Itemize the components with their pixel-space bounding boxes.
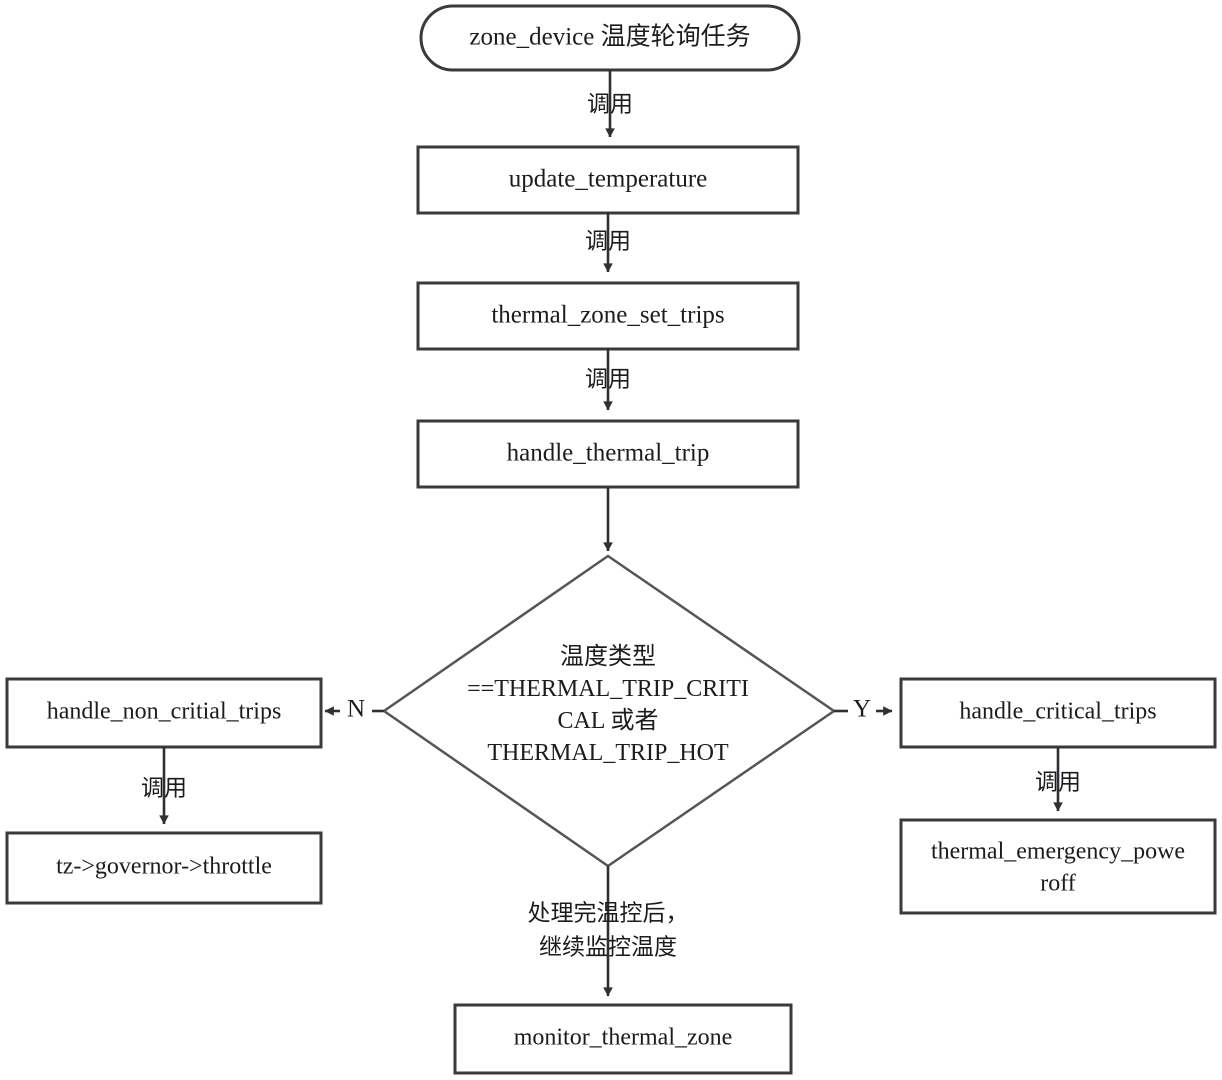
edge-decision-no: N: [324, 696, 384, 723]
node-thermal-emergency-poweroff-label-line2: roff: [1040, 871, 1076, 897]
node-handle-thermal-trip[interactable]: handle_thermal_trip: [416, 419, 800, 489]
edge-set-trips-to-handle: 调用: [585, 349, 631, 411]
node-update-temperature[interactable]: update_temperature: [416, 145, 800, 215]
node-update-temperature-shape: [416, 145, 800, 215]
node-thermal-emergency-poweroff[interactable]: thermal_emergency_powe roff: [899, 818, 1217, 915]
node-thermal-zone-set-trips-label: thermal_zone_set_trips: [491, 302, 724, 329]
edge-start-to-update-label: 调用: [587, 91, 633, 116]
edge-decision-to-monitor-label-line2: 继续监控温度: [539, 934, 677, 959]
node-thermal-emergency-poweroff-label-line1: thermal_emergency_powe: [931, 839, 1185, 865]
node-handle-critical-trips-label: handle_critical_trips: [959, 699, 1156, 725]
node-handle-thermal-trip-label: handle_thermal_trip: [507, 440, 710, 467]
edge-non-critial-to-throttle-label: 调用: [141, 775, 187, 800]
node-decision[interactable]: 温度类型 ==THERMAL_TRIP_CRITI CAL 或者 THERMAL…: [381, 554, 837, 868]
edge-decision-no-label: N: [347, 696, 365, 723]
node-start[interactable]: zone_device 温度轮询任务: [419, 4, 801, 72]
node-throttle[interactable]: tz->governor->throttle: [5, 831, 323, 905]
node-update-temperature-label: update_temperature: [509, 166, 708, 193]
edge-decision-yes: Y: [834, 696, 893, 723]
node-decision-label-line2: ==THERMAL_TRIP_CRITI: [467, 676, 749, 702]
edge-decision-yes-label: Y: [853, 696, 871, 723]
edge-non-critial-to-throttle: 调用: [141, 747, 187, 825]
node-throttle-shape: [5, 831, 323, 905]
edge-decision-to-monitor: 处理完温控后， 继续监控温度: [528, 866, 689, 997]
node-start-label: zone_device 温度轮询任务: [469, 23, 750, 51]
node-decision-label-line3: CAL 或者: [557, 707, 658, 734]
edge-start-to-update: 调用: [587, 70, 633, 138]
edge-critical-to-poweroff: 调用: [1035, 747, 1081, 812]
edge-update-to-set-trips-label: 调用: [585, 228, 631, 253]
edge-set-trips-to-handle-label: 调用: [585, 366, 631, 391]
node-throttle-label: tz->governor->throttle: [56, 854, 272, 880]
node-handle-non-critial-trips-shape: [5, 677, 323, 749]
node-monitor-thermal-zone-shape: [453, 1003, 793, 1075]
edge-critical-to-poweroff-label: 调用: [1035, 769, 1081, 794]
node-decision-label-line4: THERMAL_TRIP_HOT: [487, 740, 729, 766]
node-handle-non-critial-trips[interactable]: handle_non_critial_trips: [5, 677, 323, 749]
edge-update-to-set-trips: 调用: [585, 213, 631, 273]
node-monitor-thermal-zone[interactable]: monitor_thermal_zone: [453, 1003, 793, 1075]
node-handle-critical-trips-shape: [899, 677, 1217, 749]
node-decision-label-line1: 温度类型: [560, 643, 656, 670]
edge-decision-to-monitor-label-line1: 处理完温控后，: [528, 900, 689, 925]
node-thermal-emergency-poweroff-shape: [899, 818, 1217, 915]
node-handle-critical-trips[interactable]: handle_critical_trips: [899, 677, 1217, 749]
node-handle-non-critial-trips-label: handle_non_critial_trips: [47, 699, 282, 725]
node-handle-thermal-trip-shape: [416, 419, 800, 489]
node-thermal-zone-set-trips[interactable]: thermal_zone_set_trips: [416, 281, 800, 351]
node-monitor-thermal-zone-label: monitor_thermal_zone: [514, 1025, 733, 1051]
